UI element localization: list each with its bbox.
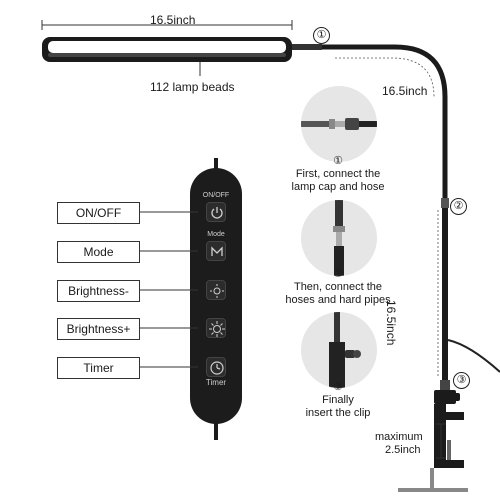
clip-illustration [329, 312, 361, 388]
lamp-beads-label: 112 lamp beads [150, 80, 235, 94]
marker-2: ② [450, 198, 467, 215]
clamp-value-label: 2.5inch [385, 444, 421, 456]
step1-line1: First, connect the [295, 168, 381, 180]
step2-text: ② Then, connect the hoses and hard pipes [268, 268, 408, 307]
step3-text: ③ Finally insert the clip [268, 381, 408, 420]
step2-line2: hoses and hard pipes [285, 294, 391, 306]
marker-3: ③ [453, 372, 470, 389]
step3-image [301, 312, 377, 388]
step2-number: ② [333, 268, 343, 280]
step3-number: ③ [333, 381, 343, 393]
lamp-connector [292, 44, 322, 50]
control-label-brightness-down: Brightness- [57, 280, 140, 302]
step3-line2: insert the clip [305, 407, 371, 419]
controller-timer-text: Timer [205, 378, 227, 387]
mode-button[interactable] [206, 241, 226, 261]
hose-pipe-illustration [333, 200, 345, 276]
controller-onoff-text: ON/OFF [202, 192, 230, 199]
step2-line1: Then, connect the [293, 281, 383, 293]
m-icon [211, 246, 223, 256]
control-label-onoff: ON/OFF [57, 202, 140, 224]
step1-text: ① First, connect the lamp cap and hose [268, 155, 408, 194]
control-label-mode: Mode [57, 241, 140, 263]
joint-3 [440, 380, 450, 390]
brightness-up-button[interactable] [206, 318, 226, 338]
lamp-head [42, 37, 292, 62]
clamp-max-label: maximum [375, 431, 423, 443]
timer-button[interactable] [206, 357, 226, 377]
lamp-width-dimension [41, 20, 293, 30]
connector-hose-illustration [301, 118, 377, 130]
step1-line2: lamp cap and hose [291, 181, 385, 193]
gooseneck-arm [322, 44, 448, 200]
brightness-down-button[interactable] [206, 280, 226, 300]
arm-length-label: 16.5inch [382, 84, 428, 98]
step1-number: ① [333, 155, 343, 167]
step2-image [301, 200, 377, 276]
desk-clamp [398, 390, 468, 492]
power-cable [447, 339, 500, 373]
control-label-brightness-up: Brightness+ [57, 318, 140, 340]
joint-2 [441, 198, 449, 208]
sun-small-icon [210, 284, 224, 298]
clock-icon [210, 361, 224, 375]
step3-line1: Finally [322, 394, 354, 406]
clamp-dimension [436, 423, 446, 459]
power-icon [211, 207, 223, 219]
control-label-timer: Timer [57, 357, 140, 379]
lamp-width-label: 16.5inch [150, 13, 196, 27]
arm-dimension-line [335, 57, 435, 98]
step1-image [301, 86, 377, 162]
marker-1: ① [313, 27, 330, 44]
control-leaders [140, 211, 198, 368]
sun-large-icon [209, 321, 225, 337]
onoff-button[interactable] [206, 202, 226, 222]
controller-mode-text: Mode [207, 231, 225, 238]
hard-pole [442, 208, 448, 380]
